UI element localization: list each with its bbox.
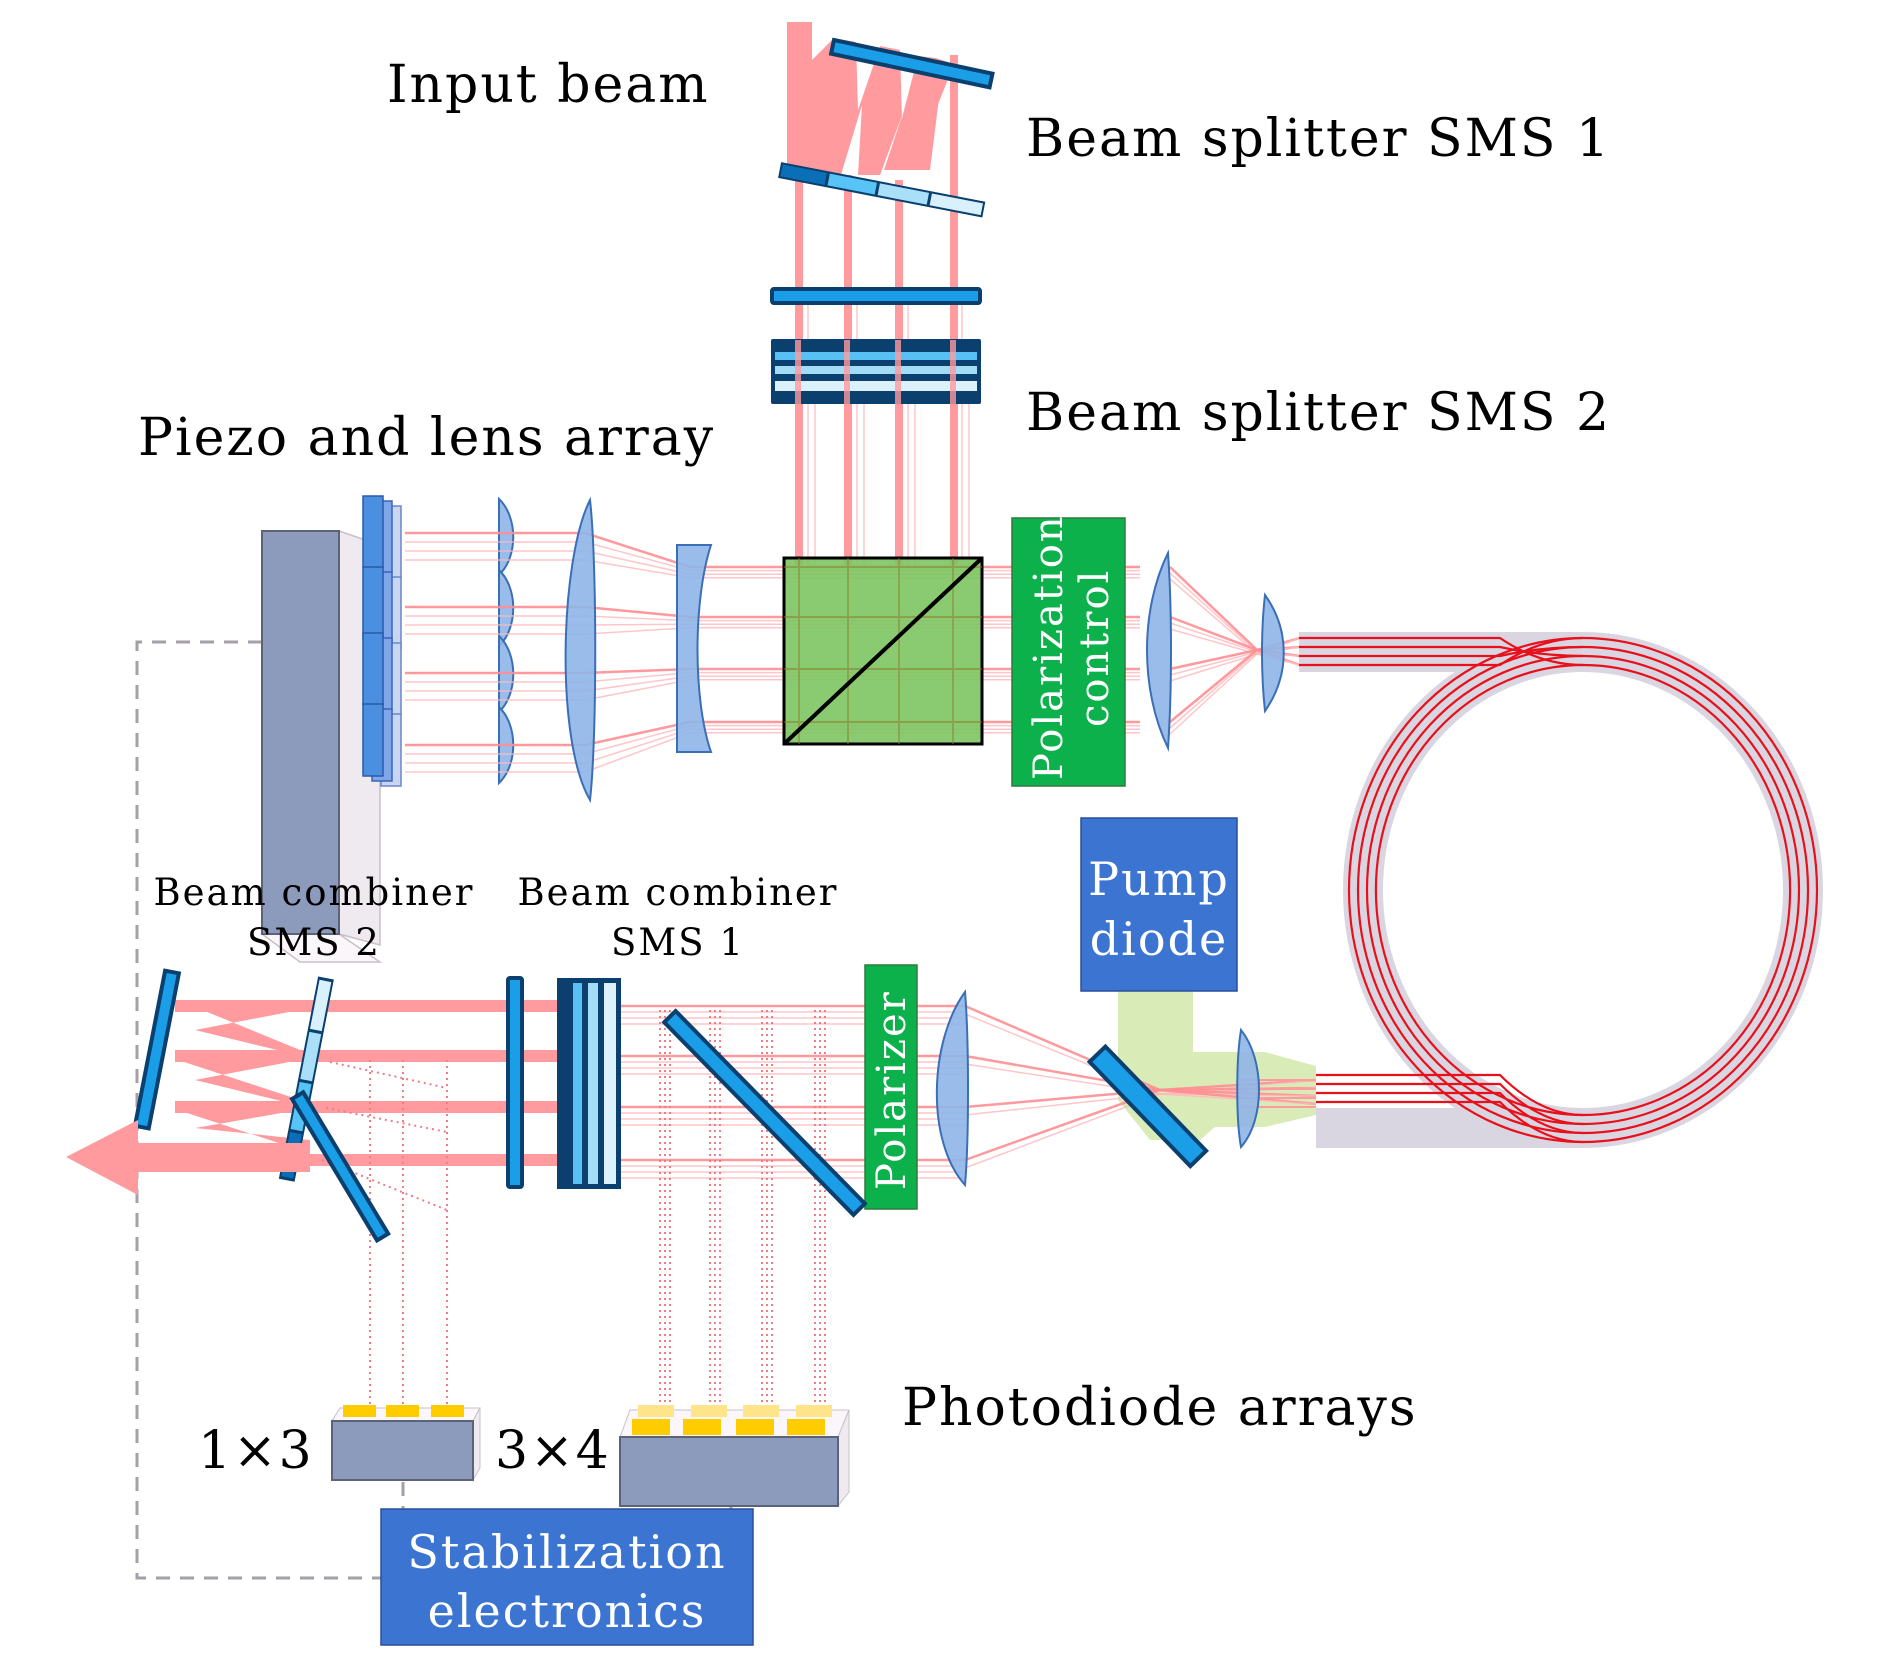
piezo-block <box>261 530 340 935</box>
pump-light-path <box>1118 991 1316 1140</box>
coupling-lens-2 <box>1261 592 1285 714</box>
polarizer-label: Polarizer <box>869 990 915 1190</box>
fiber-coupling-beams <box>1169 566 1301 735</box>
beam-combiner-sms2-label-1: Beam combiner <box>153 871 474 914</box>
photodiode-array-3x4 <box>619 1405 850 1508</box>
splitter-sms1-top-mirror <box>828 37 995 90</box>
fiber-core <box>1299 636 1792 1117</box>
fiber-core <box>1299 636 1819 1144</box>
pump-diode-label-1: Pump <box>1088 852 1230 906</box>
pickoff-ray-diagonal <box>321 1061 448 1211</box>
piezo-actuator-front <box>362 703 384 777</box>
piezo-lens-array <box>259 495 515 963</box>
beam-combiner-sms1-label-1: Beam combiner <box>517 871 838 914</box>
input-beam-label: Input beam <box>387 55 710 115</box>
piezo-actuator-front <box>362 632 384 706</box>
array-3x4-label: 3×4 <box>495 1421 611 1481</box>
beam-combiner-sms1-label-2: SMS 1 <box>611 921 745 964</box>
splitter-sms2 <box>770 287 982 565</box>
beam-splitter-sms2-label: Beam splitter SMS 2 <box>1026 383 1611 443</box>
polarizer-box: Polarizer <box>864 964 918 1210</box>
combiner-sms2-pickoff <box>289 1089 391 1244</box>
pump-diode-box: Pump diode <box>1080 817 1238 992</box>
polarization-control-box: Polarization control <box>1011 514 1126 787</box>
piezo-feedback-line <box>135 640 381 1580</box>
coupling-lens-1 <box>1146 549 1172 752</box>
stabilization-label-2: electronics <box>428 1584 707 1638</box>
fiber-cores <box>1299 636 1819 1144</box>
fiber-core-arc <box>1374 663 1584 1117</box>
dichroic-mirror <box>1086 1043 1209 1169</box>
telescope-concave-lens <box>676 544 713 753</box>
telescope-convex-lens <box>564 496 597 804</box>
combiner-sms1-pickoff <box>661 1008 868 1218</box>
fiber-core-arc <box>1356 645 1584 1135</box>
diverging-beam <box>964 1093 1317 1169</box>
fiber-core <box>1299 645 1801 1126</box>
splitter-sms1-segmented-mirror <box>778 162 986 218</box>
input-beam-main <box>787 22 812 174</box>
stabilization-electronics-box: Stabilization electronics <box>380 1508 754 1646</box>
fiber-core <box>1299 645 1810 1135</box>
output-collimating-lens <box>1236 1027 1260 1150</box>
fiber-core-arc <box>1347 636 1584 1144</box>
combiner-zigzag <box>178 1000 310 1172</box>
combiner-sms2 <box>132 968 391 1244</box>
piezo-actuator-front <box>362 495 384 569</box>
lenslet <box>498 496 515 578</box>
focusing-lens <box>935 989 969 1188</box>
beam-combiner-sms2-label-2: SMS 2 <box>247 921 381 964</box>
polarization-control-label-2: control <box>1072 569 1118 727</box>
piezo-lens-array-label: Piezo and lens array <box>138 408 715 468</box>
beam-splitter-sms1-label: Beam splitter SMS 1 <box>1026 109 1611 169</box>
splitter-sms2-stack <box>771 339 981 404</box>
photodiode-array-1x3 <box>331 1405 481 1482</box>
stabilization-label-1: Stabilization <box>407 1525 726 1579</box>
splitter-sms2-plate <box>770 287 982 305</box>
polarizing-beam-splitter-cube <box>782 556 984 746</box>
input-beam-zigzag <box>787 22 954 178</box>
pump-diode-label-2: diode <box>1090 912 1229 966</box>
output-beam-arrow <box>66 1120 310 1195</box>
combiner-sms1-plate <box>506 976 524 1189</box>
fiber-core-arc <box>1365 654 1584 1126</box>
multicore-fiber-loop <box>1299 632 1823 1148</box>
converging-beam <box>1169 653 1301 735</box>
piezo-actuators <box>362 495 402 787</box>
input-beam <box>778 22 995 565</box>
piezo-actuator-front <box>362 566 384 640</box>
polarization-control-label-1: Polarization <box>1026 514 1072 780</box>
combiner-sms2-mirror <box>132 968 182 1131</box>
diverging-beam <box>964 1088 1317 1162</box>
combiner-sms1-stack <box>557 978 621 1189</box>
photodiode-arrays-label: Photodiode arrays <box>902 1378 1418 1438</box>
array-1x3-label: 1×3 <box>198 1421 314 1481</box>
